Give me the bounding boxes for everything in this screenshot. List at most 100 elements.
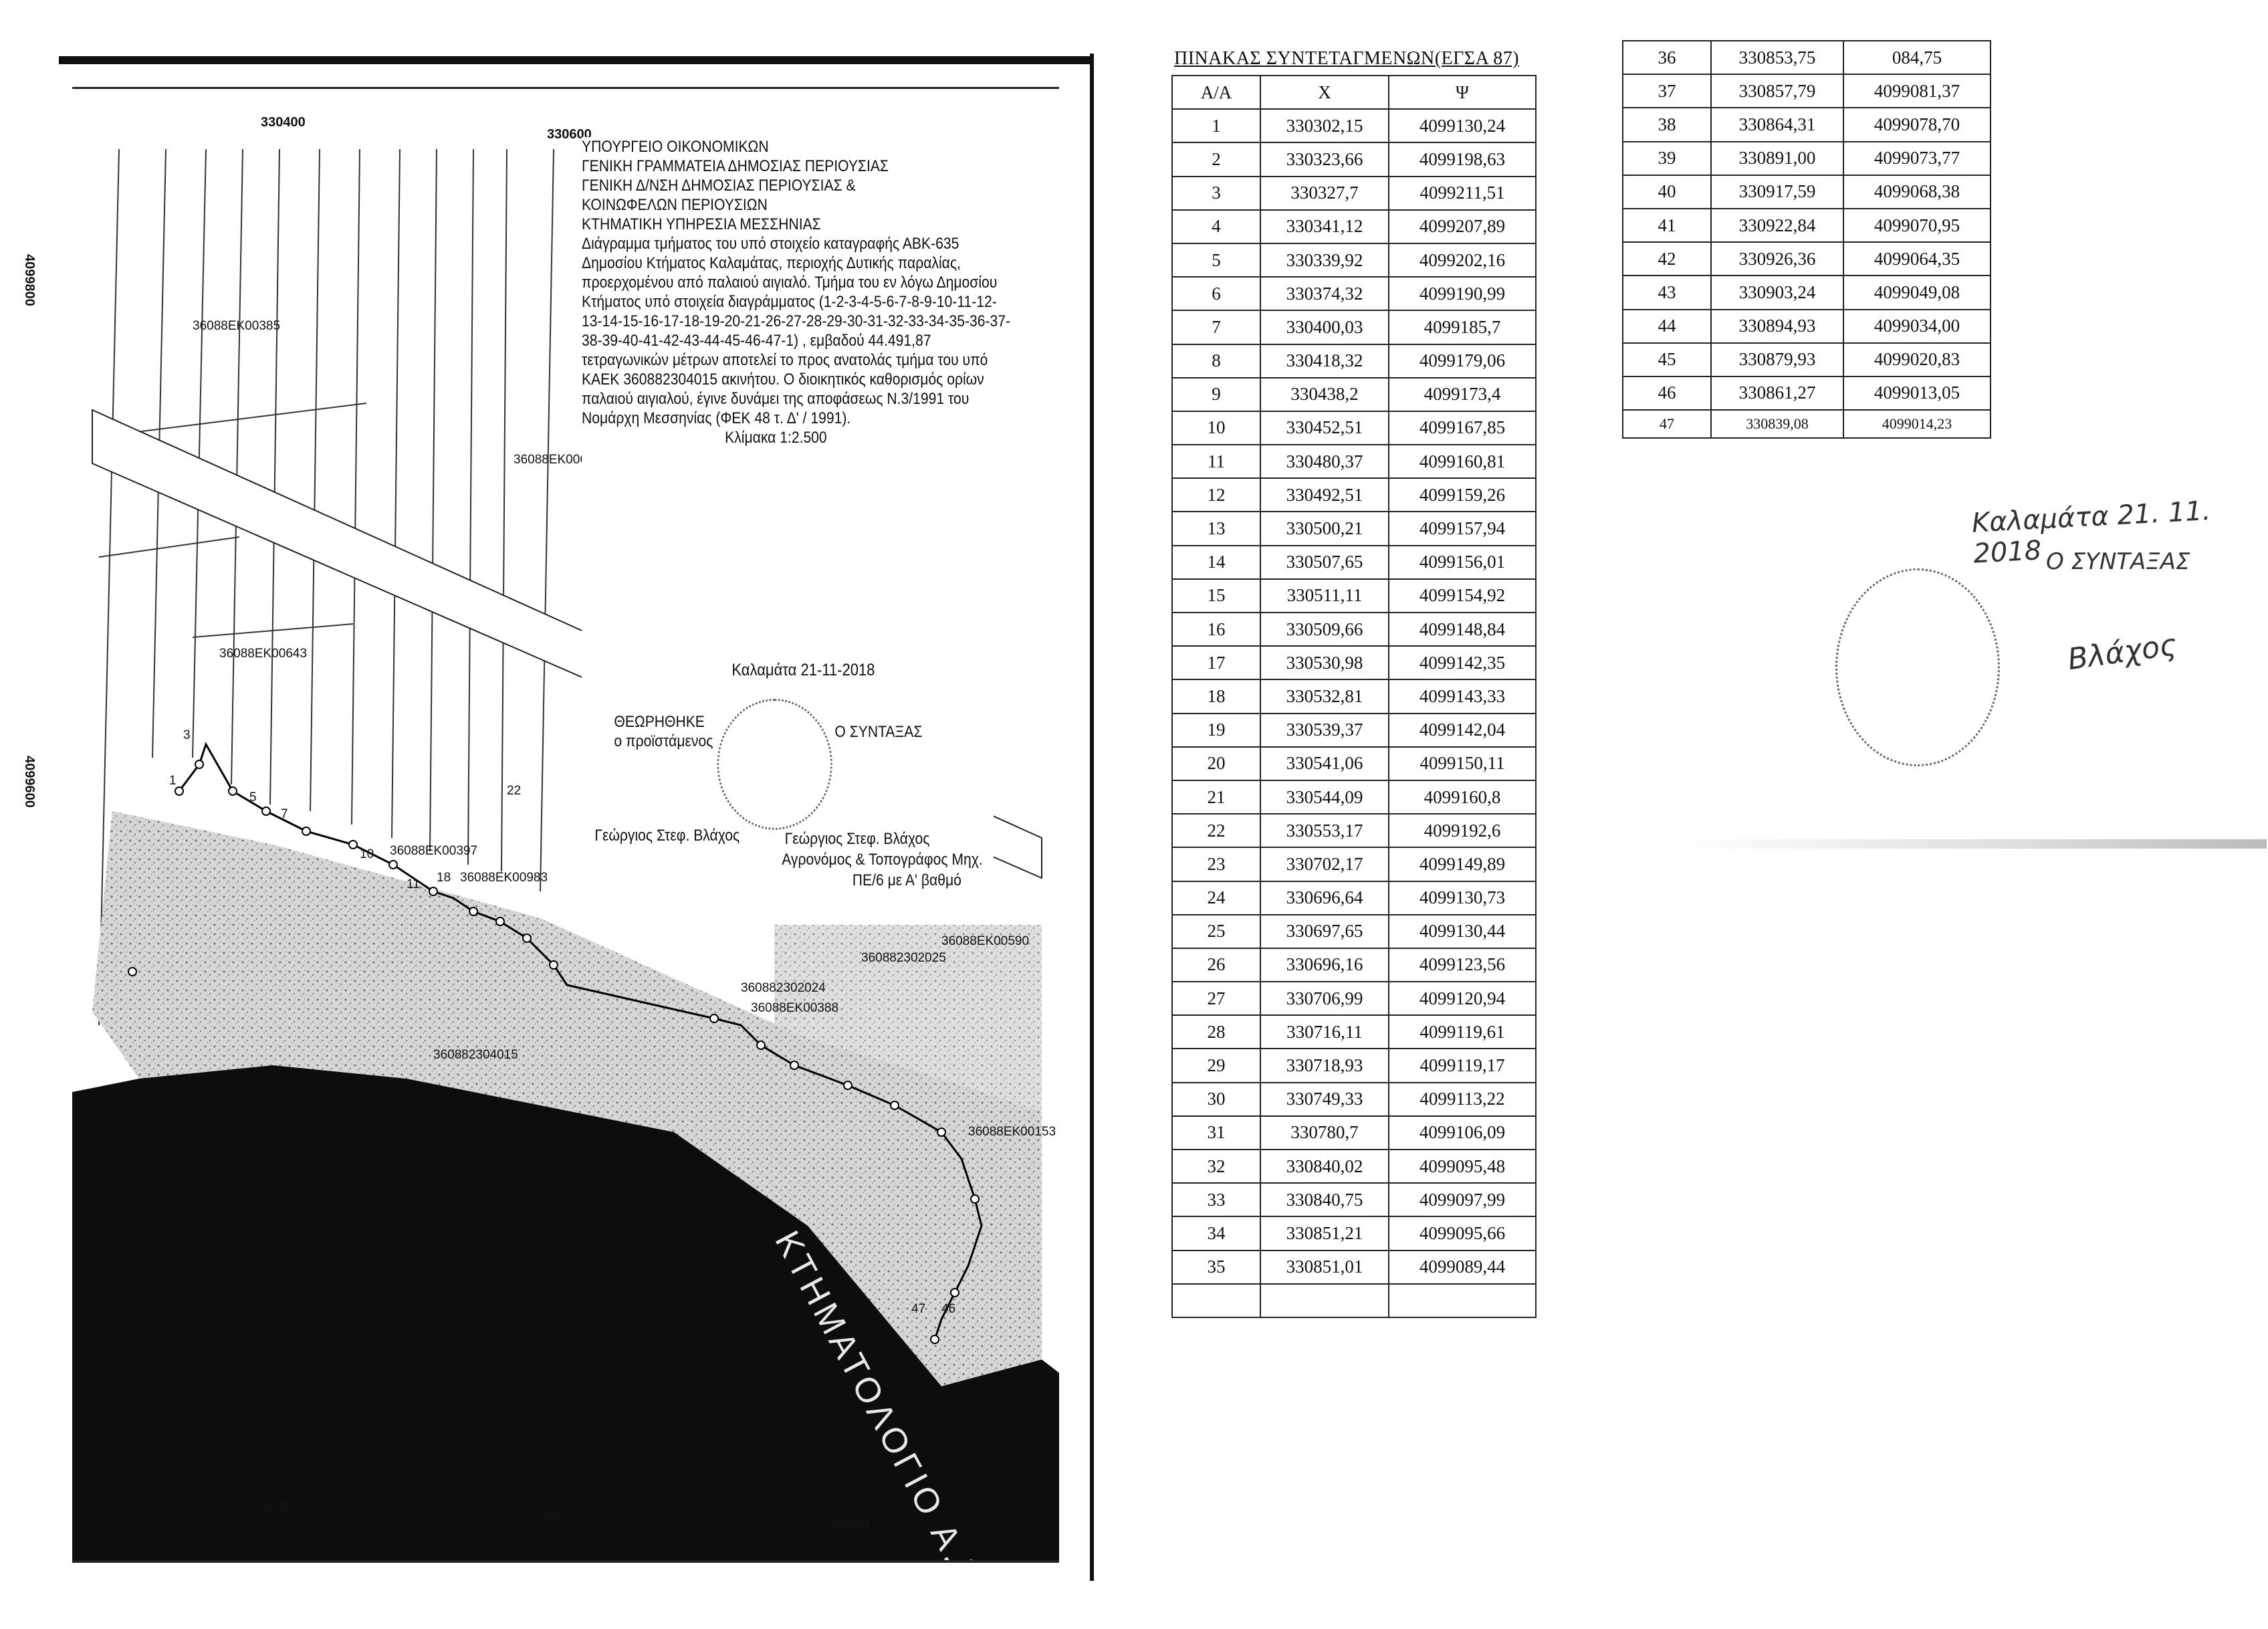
x-coordinate: 330530,98	[1260, 645, 1389, 681]
checked-role: ο προϊστάμενος	[614, 732, 713, 750]
y-coordinate: 4099159,26	[1388, 477, 1537, 513]
row-number: 28	[1171, 1014, 1261, 1050]
x-coordinate: 330341,12	[1260, 209, 1389, 244]
row-number: 41	[1622, 207, 1712, 243]
parcel-label: 36088EK00388	[751, 1001, 838, 1015]
x-coordinate: 330706,99	[1260, 981, 1389, 1016]
row-number: 6	[1171, 276, 1261, 312]
y-coordinate: 4099106,09	[1388, 1115, 1537, 1151]
x-coordinate: 330851,21	[1260, 1216, 1389, 1251]
x-coordinate: 330374,32	[1260, 276, 1389, 312]
row-number: 7	[1171, 310, 1261, 345]
y-coordinate: 4099078,70	[1843, 107, 1991, 142]
axis-left-label: 4099800	[22, 254, 37, 306]
org-line: ΚΟΙΝΩΦΕΛΩΝ ΠΕΡΙΟΥΣΙΩΝ	[582, 196, 768, 214]
header-aa: Α/Α	[1171, 74, 1261, 110]
y-coordinate: 4099049,08	[1843, 275, 1991, 310]
author-label: Ο ΣΥΝΤΑΞΑΣ	[834, 723, 923, 741]
axis-top-label: 330400	[261, 115, 306, 130]
y-coordinate: 4099185,7	[1388, 310, 1537, 345]
header-y: Ψ	[1388, 74, 1537, 110]
parcel-label: 360882304015	[433, 1048, 518, 1062]
x-coordinate: 330553,17	[1260, 813, 1389, 849]
diagram-scale: Κλίμακα 1:2.500	[725, 429, 827, 447]
x-coordinate: 330926,36	[1710, 241, 1844, 277]
parcel-label: 360882302024	[741, 981, 826, 995]
y-coordinate: 4099149,89	[1388, 847, 1537, 882]
y-coordinate: 4099207,89	[1388, 209, 1537, 244]
y-coordinate: 4099198,63	[1388, 142, 1537, 177]
point-label: 1	[169, 774, 177, 788]
row-number: 38	[1622, 107, 1712, 142]
axis-bottom-label: 330400	[249, 1499, 294, 1514]
x-coordinate: 330857,79	[1710, 74, 1844, 109]
row-number: 43	[1622, 275, 1712, 310]
signer-grade: ΠΕ/6 με Α' βαθμό	[852, 871, 961, 889]
parcel-label: 36088EK00590	[941, 934, 1029, 948]
x-coordinate: 330452,51	[1260, 410, 1389, 446]
row-number: 12	[1171, 477, 1261, 513]
axis-top-label: 330600	[547, 127, 592, 142]
diagram-description: Διάγραμμα τμήματος του υπό στοιχείο κατα…	[582, 235, 1011, 427]
x-coordinate: 330509,66	[1260, 611, 1389, 647]
scan-top-bar	[59, 56, 1094, 64]
row-number: 9	[1171, 376, 1261, 412]
x-coordinate: 330839,08	[1710, 409, 1844, 439]
x-coordinate: 330302,15	[1260, 108, 1389, 144]
x-coordinate: 330327,7	[1260, 175, 1389, 211]
x-coordinate: 330894,93	[1710, 308, 1844, 344]
parcel-label: 36088EK00643	[219, 647, 307, 661]
parcel-label: 36088EK00385	[193, 319, 280, 333]
x-coordinate: 330544,09	[1260, 779, 1389, 815]
y-coordinate: 4099123,56	[1388, 947, 1537, 983]
x-coordinate: 330532,81	[1260, 679, 1389, 714]
y-coordinate: 4099179,06	[1388, 343, 1537, 378]
y-coordinate: 4099202,16	[1388, 242, 1537, 278]
checked-block: ΘΕΩΡΗΘΗΚΕ ο προϊστάμενος	[614, 712, 713, 751]
row-number: 25	[1171, 913, 1261, 949]
y-coordinate: 4099143,33	[1388, 679, 1537, 714]
y-coordinate: 4099020,83	[1843, 342, 1991, 377]
y-coordinate: 4099013,05	[1843, 375, 1991, 411]
row-number: 44	[1622, 308, 1712, 344]
x-coordinate: 330500,21	[1260, 511, 1389, 546]
x-coordinate: 330539,37	[1260, 712, 1389, 748]
row-number: 2	[1171, 142, 1261, 177]
x-coordinate: 330400,03	[1260, 310, 1389, 345]
y-coordinate: 4099190,99	[1388, 276, 1537, 312]
y-coordinate	[1388, 1283, 1537, 1318]
y-coordinate: 4099192,6	[1388, 813, 1537, 849]
handwritten-signature: Βλάχος	[2065, 627, 2179, 677]
row-number: 36	[1622, 39, 1712, 76]
row-number: 14	[1171, 544, 1261, 580]
row-number: 34	[1171, 1216, 1261, 1251]
x-coordinate: 330696,16	[1260, 947, 1389, 983]
table-row	[1171, 1283, 1537, 1318]
y-coordinate: 4099095,66	[1388, 1216, 1537, 1251]
x-coordinate: 330922,84	[1710, 207, 1844, 243]
y-coordinate: 4099095,48	[1388, 1148, 1537, 1184]
x-coordinate: 330541,06	[1260, 746, 1389, 781]
